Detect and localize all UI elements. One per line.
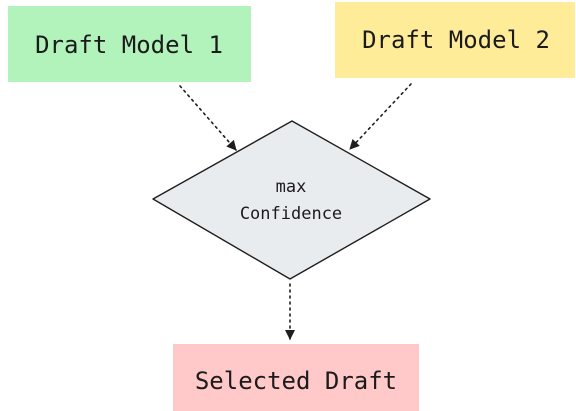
decision-diamond	[152, 120, 431, 280]
selected-draft-box	[173, 344, 419, 411]
draft-model-2-label: Draft Model 2	[362, 26, 550, 54]
draft-model-1-box	[8, 6, 251, 82]
draft-model-2-box	[335, 2, 575, 78]
decision-label-line1: max	[276, 177, 307, 197]
draft-model-1-label: Draft Model 1	[35, 31, 223, 59]
edge-draft-model-1-to-decision	[179, 85, 237, 151]
selected-draft-label: Selected Draft	[195, 367, 397, 395]
decision-label-line2: Confidence	[240, 204, 342, 224]
draft-model-2-node: Draft Model 2	[335, 2, 575, 78]
draft-model-1-node: Draft Model 1	[8, 6, 251, 82]
selected-draft-node: Selected Draft	[173, 344, 419, 411]
max-confidence-node: max Confidence	[152, 120, 431, 280]
edge-draft-model-2-to-decision	[349, 83, 412, 150]
